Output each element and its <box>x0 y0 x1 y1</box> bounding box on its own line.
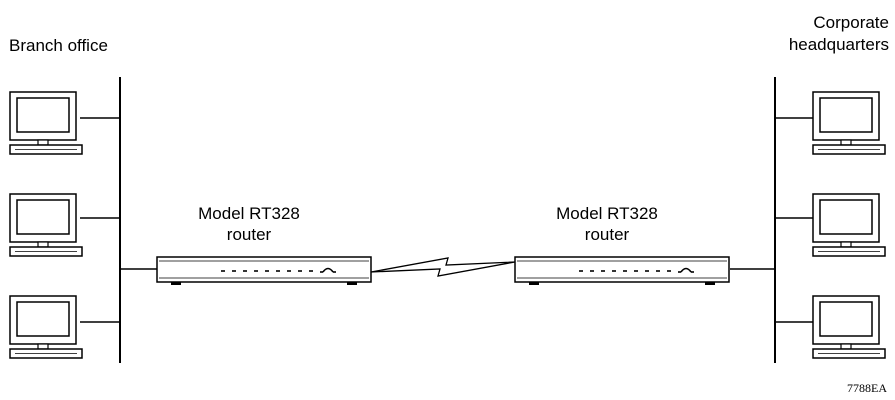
lightning-link-icon <box>370 257 516 277</box>
computer-icon <box>812 91 886 155</box>
corporate-label-line1: Corporate <box>813 13 889 32</box>
computer-icon <box>9 193 83 257</box>
figure-id: 7788EA <box>847 381 887 395</box>
computer-icon <box>812 193 886 257</box>
computer-icon <box>812 295 886 359</box>
branch-office-label: Branch office <box>9 36 108 55</box>
router-icon <box>514 256 730 286</box>
left-router-label-line2: router <box>226 225 272 244</box>
corporate-label-line2: headquarters <box>788 35 889 54</box>
right-router-label-line2: router <box>584 225 630 244</box>
right-router-label-line1: Model RT328 <box>556 204 658 223</box>
left-router-label-line1: Model RT328 <box>198 204 300 223</box>
router-icon <box>156 256 372 286</box>
computer-icon <box>9 91 83 155</box>
computer-icon <box>9 295 83 359</box>
